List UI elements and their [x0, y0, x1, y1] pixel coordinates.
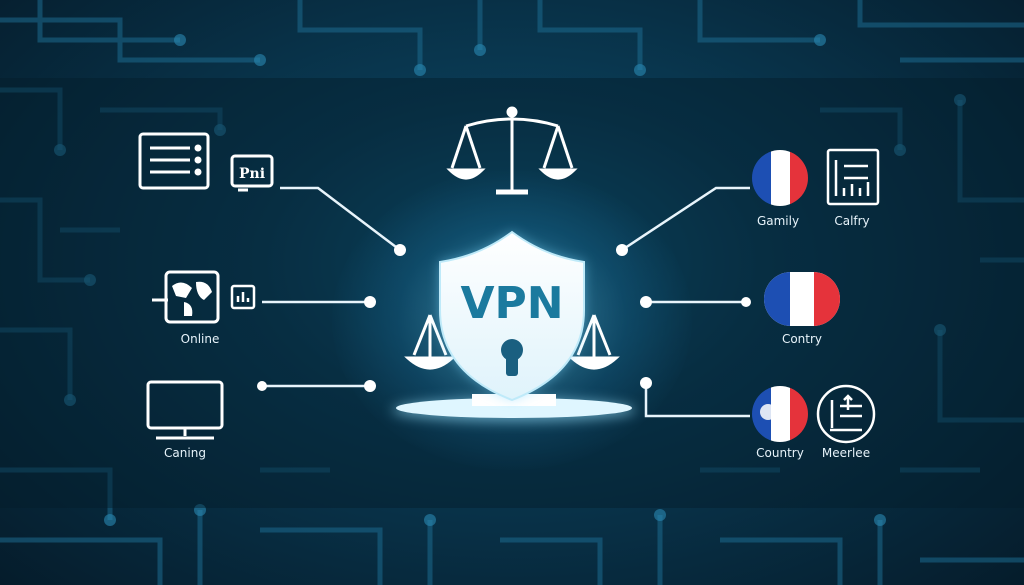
label-meerlee: Meerlee	[821, 446, 871, 460]
monitor-icon	[146, 380, 224, 440]
ledger-chart-icon	[826, 148, 880, 206]
pni-badge-text: Pni	[239, 166, 265, 182]
label-online: Online	[180, 332, 220, 346]
label-contry: Contry	[781, 332, 823, 346]
world-map-icon	[152, 270, 220, 324]
connector-dots	[257, 244, 751, 392]
label-gamily: Gamily	[756, 214, 800, 228]
label-country: Country	[756, 446, 804, 460]
keyhole-icon	[501, 339, 523, 376]
document-list-icon	[138, 132, 210, 190]
scales-of-justice-icon	[446, 106, 578, 195]
pni-badge-icon: Pni	[230, 154, 274, 192]
stats-board-icon	[816, 384, 876, 444]
shield-vpn-text: VPN	[460, 278, 563, 329]
side-scales-icon	[404, 314, 620, 370]
country-flag-icon-bottom	[752, 386, 808, 442]
vpn-shield-icon	[439, 230, 585, 402]
label-calfry: Calfry	[834, 214, 870, 228]
small-chart-icon	[230, 284, 256, 310]
france-flag-icon-top	[752, 150, 808, 206]
france-flag-icon-middle	[764, 272, 840, 326]
connector-lines	[262, 186, 750, 418]
platform	[396, 398, 632, 418]
label-caning: Caning	[164, 446, 206, 460]
